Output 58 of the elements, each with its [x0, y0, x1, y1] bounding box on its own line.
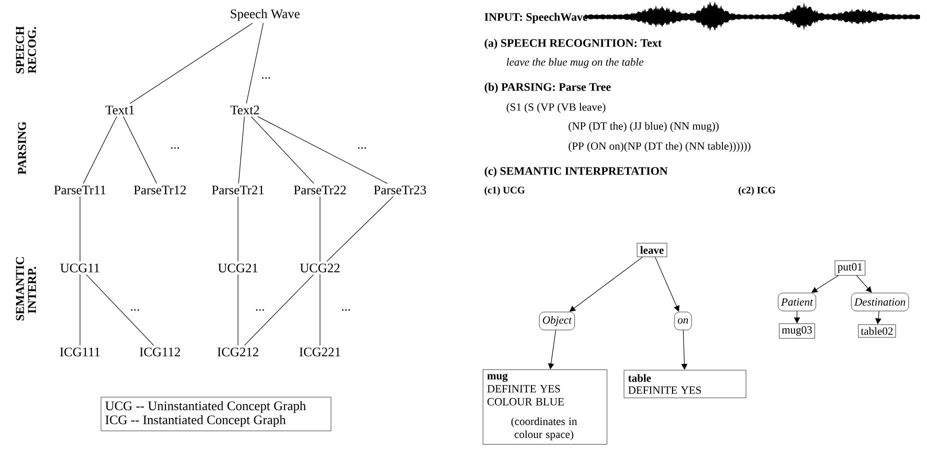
- tree-label: ICG111: [60, 348, 100, 356]
- stage-label: PARSING: [18, 122, 26, 174]
- connector-line: [86, 274, 154, 346]
- section-heading: INPUT: SpeechWave: [484, 12, 588, 24]
- relation-box: Destination: [851, 292, 909, 312]
- stage-label: SPEECH RECOG.: [16, 26, 36, 74]
- tree-label: ParseTr21: [212, 186, 264, 194]
- ellipsis: ...: [131, 309, 140, 311]
- concept-box: table DEFINITE YES: [624, 370, 746, 398]
- relation-box: on: [674, 312, 692, 330]
- parse-tree-text: (PP (ON on)(NP (DT the) (NN table)))))): [568, 142, 750, 152]
- concept-box: leave: [636, 242, 668, 258]
- connector-line: [244, 274, 314, 346]
- subsection-heading: (c1) UCG: [484, 186, 525, 196]
- connector-line: [238, 116, 245, 184]
- concept-box: mug03: [779, 323, 815, 339]
- tree-label: ParseTr12: [134, 186, 186, 194]
- tree-label: UCG22: [300, 264, 340, 272]
- tree-label: ParseTr11: [54, 186, 106, 194]
- arrow: [856, 275, 872, 293]
- ellipsis: ...: [262, 77, 270, 79]
- stage-label: SEMANTIC INTERP.: [16, 257, 36, 320]
- connector-line: [246, 22, 264, 104]
- parse-tree-text: (S1 (S (VP (VB leave): [506, 103, 606, 113]
- concept-box: mug DEFINITE YES COLOUR BLUE (coordinates in colour space): [482, 369, 608, 444]
- parse-tree-text: (NP (DT the) (JJ blue) (NN mug)): [568, 122, 719, 132]
- tree-label: ICG212: [218, 348, 258, 356]
- section-heading: (a) SPEECH RECOGNITION: Text: [484, 38, 662, 50]
- connector-line: [122, 116, 158, 184]
- connector-line: [82, 116, 118, 184]
- ellipsis: ...: [342, 309, 350, 311]
- recognised-text: leave the blue mug on the table: [506, 58, 644, 68]
- connector-line: [130, 22, 253, 104]
- arrow: [548, 330, 556, 370]
- relation-box: Object: [539, 312, 575, 330]
- concept-box: table02: [858, 324, 896, 338]
- ellipsis: ...: [256, 309, 264, 311]
- relation-box: Patient: [778, 292, 816, 312]
- arrow: [875, 310, 882, 324]
- tree-label: ParseTr22: [294, 186, 346, 194]
- section-heading: (b) PARSING: Parse Tree: [484, 82, 611, 94]
- ellipsis: ...: [358, 147, 366, 149]
- tree-label: UCG11: [60, 264, 100, 272]
- connector-line: [250, 116, 314, 184]
- tree-label: ICG221: [300, 348, 340, 356]
- section-heading: (c) SEMANTIC INTERPRETATION: [484, 166, 668, 178]
- connector-line: [326, 196, 394, 262]
- concept-box: put01: [834, 260, 866, 276]
- tree-label: ICG112: [140, 348, 180, 356]
- tree-label: ParseTr23: [374, 186, 426, 194]
- subsection-heading: (c2) ICG: [738, 186, 776, 196]
- tree-label: Text2: [230, 106, 260, 114]
- tree-label: Text1: [106, 106, 134, 114]
- tree-label: Speech Wave: [230, 9, 300, 21]
- connector-line: [257, 116, 388, 184]
- tree-label: UCG21: [218, 264, 258, 272]
- key-box: UCG -- Uninstantiated Concept Graph ICG -- Instantiated Concept Graph: [100, 396, 332, 432]
- ellipsis: ...: [171, 147, 180, 149]
